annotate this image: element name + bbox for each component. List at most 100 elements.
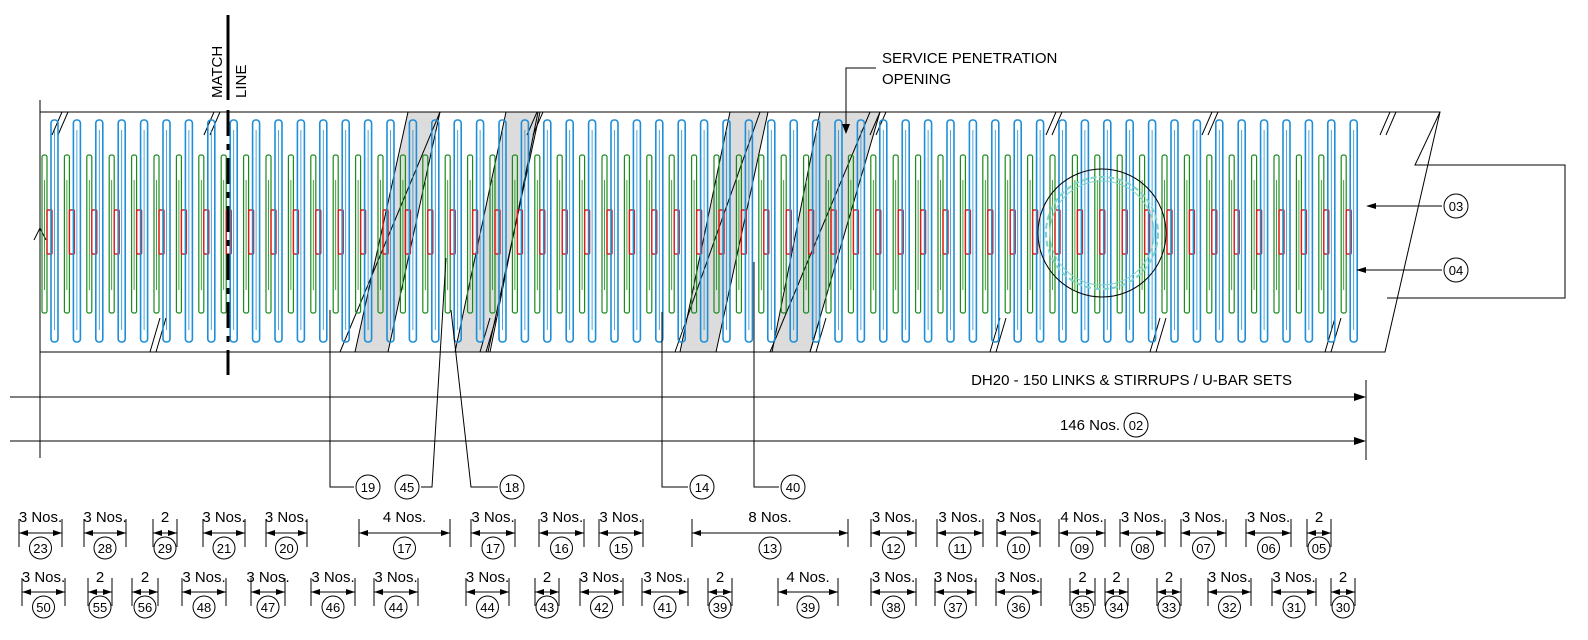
dim-arrow <box>1096 530 1105 536</box>
bar-mark-tag: 10 <box>1011 541 1025 556</box>
link-bar <box>1013 119 1023 343</box>
dim-count: 2 <box>141 569 149 586</box>
opening-edge-line <box>489 111 539 353</box>
dim-count: 4 Nos. <box>1060 509 1103 526</box>
link-bar <box>1058 119 1067 343</box>
bar-mark-circle <box>88 595 112 619</box>
dim-arrow <box>679 589 688 595</box>
edge-break <box>1045 111 1063 136</box>
dim-arrow <box>935 589 944 595</box>
dim-arrow <box>1331 589 1340 595</box>
bar-mark-tag: 44 <box>480 600 494 615</box>
link-bar <box>520 119 530 343</box>
dim-arrow <box>217 589 226 595</box>
bar-mark-tag: 35 <box>1075 600 1089 615</box>
link-bar <box>565 119 575 343</box>
bar-mark-tag: 31 <box>1287 600 1301 615</box>
link-bar <box>1035 119 1045 343</box>
u-bar <box>1323 209 1330 255</box>
opening-1 <box>354 111 441 353</box>
bar-mark-dim: 239 <box>707 569 733 619</box>
dim-count: 3 Nos. <box>1182 509 1225 526</box>
dim-count: 3 Nos. <box>872 509 915 526</box>
bar-mark-tag: 20 <box>279 541 293 556</box>
link-bar <box>1349 119 1358 343</box>
bar-mark-tag: 43 <box>540 600 554 615</box>
dim-arrow <box>907 530 916 536</box>
dim-arrow <box>614 589 623 595</box>
bar-mark-dim: 229 <box>152 509 178 560</box>
bar-mark-tag: 36 <box>1011 600 1025 615</box>
dim-arrow <box>1208 589 1217 595</box>
dim-count: 2 <box>1315 509 1323 526</box>
leader-callouts: 19 45 18 14 40 <box>329 257 806 500</box>
link-bar <box>677 119 687 343</box>
dim-arrow <box>1070 589 1079 595</box>
link-bar <box>699 119 709 343</box>
link-bar <box>722 119 731 343</box>
u-bar <box>91 209 98 255</box>
dim-arrow <box>466 589 475 595</box>
u-bar <box>628 209 636 255</box>
dim-arrow <box>84 530 93 536</box>
dim-arrow <box>1032 589 1041 595</box>
bar-mark-dim: 3 Nos.15 <box>598 509 644 560</box>
u-bar <box>270 209 277 255</box>
bar-mark-circle <box>1218 595 1241 619</box>
bar-mark-dim: 3 Nos.12 <box>870 509 917 560</box>
u-bar <box>561 209 568 255</box>
dim-count: 3 Nos. <box>246 569 289 586</box>
edge-break <box>1379 111 1397 136</box>
u-bar <box>919 209 927 255</box>
bar-mark-circle <box>653 595 677 619</box>
edge-break <box>1324 317 1342 353</box>
bar-mark-circle <box>153 536 177 560</box>
bar-mark-dim: 2 43 <box>534 569 560 619</box>
u-bar <box>292 209 300 255</box>
bar-mark-circle <box>535 595 559 619</box>
bar-mark-dim: 234 <box>1104 569 1129 619</box>
dim-count: 3 Nos. <box>265 509 308 526</box>
dim-count: 3 Nos. <box>1247 509 1290 526</box>
dim-arrow <box>1307 530 1316 536</box>
link-bar <box>1080 119 1090 343</box>
dim-arrow <box>1181 530 1190 536</box>
dim-arrow <box>153 530 162 536</box>
link-bar <box>766 119 776 343</box>
bar-mark-circle <box>256 595 280 619</box>
dim-arrow <box>839 530 848 536</box>
dim-arrow <box>298 530 307 536</box>
dim-arrow <box>236 530 245 536</box>
link-bar <box>430 119 440 343</box>
link-bar <box>1147 119 1157 343</box>
link-bar <box>834 119 843 343</box>
dim-count: 3 Nos. <box>872 569 915 586</box>
bar-mark-tag: 07 <box>1196 541 1210 556</box>
dim-count: 2 <box>543 569 551 586</box>
bar-mark-circle <box>1157 595 1181 619</box>
u-bar <box>46 209 53 255</box>
u-bar <box>404 209 412 255</box>
bar-mark-dim: 3 Nos.48 <box>181 569 227 619</box>
u-bar <box>763 209 770 255</box>
bar-mark-circle <box>321 595 345 619</box>
link-bar <box>1327 119 1336 343</box>
match-line-label-2: LINE <box>233 65 250 98</box>
tag-40: 40 <box>786 480 800 495</box>
bar-mark-tag: 44 <box>389 600 403 615</box>
link-bar <box>1103 119 1112 343</box>
link-bar <box>587 119 597 343</box>
u-bar <box>1121 209 1128 255</box>
bar-mark-tag: 21 <box>217 541 231 556</box>
bar-mark-circle <box>609 536 633 560</box>
u-bar <box>203 209 210 255</box>
dim-arrow <box>103 589 112 595</box>
dim-arrow <box>53 530 62 536</box>
dim-count: 3 Nos. <box>1272 569 1315 586</box>
bar-mark-tag: 15 <box>614 541 628 556</box>
bar-mark-circle <box>192 595 216 619</box>
bar-mark-dim: 3 Nos.41 <box>641 569 689 619</box>
service-penetration-callout: SERVICE PENETRATION OPENING <box>842 50 1057 134</box>
dim-arrow <box>1172 589 1181 595</box>
dim-arrow <box>1119 589 1128 595</box>
